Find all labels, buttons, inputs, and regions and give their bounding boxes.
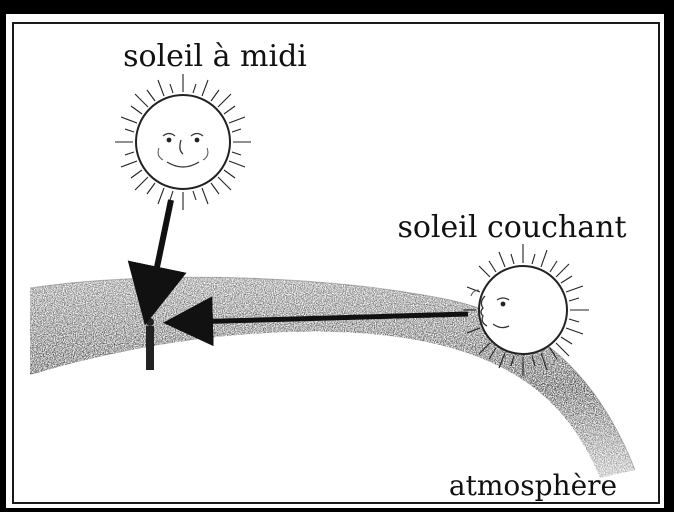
noon-sun-icon bbox=[115, 74, 251, 210]
noon-sun-label: soleil à midi bbox=[123, 39, 307, 74]
setting-sun-label: soleil couchant bbox=[397, 210, 626, 245]
atmosphere-label: atmosphère bbox=[449, 469, 617, 502]
